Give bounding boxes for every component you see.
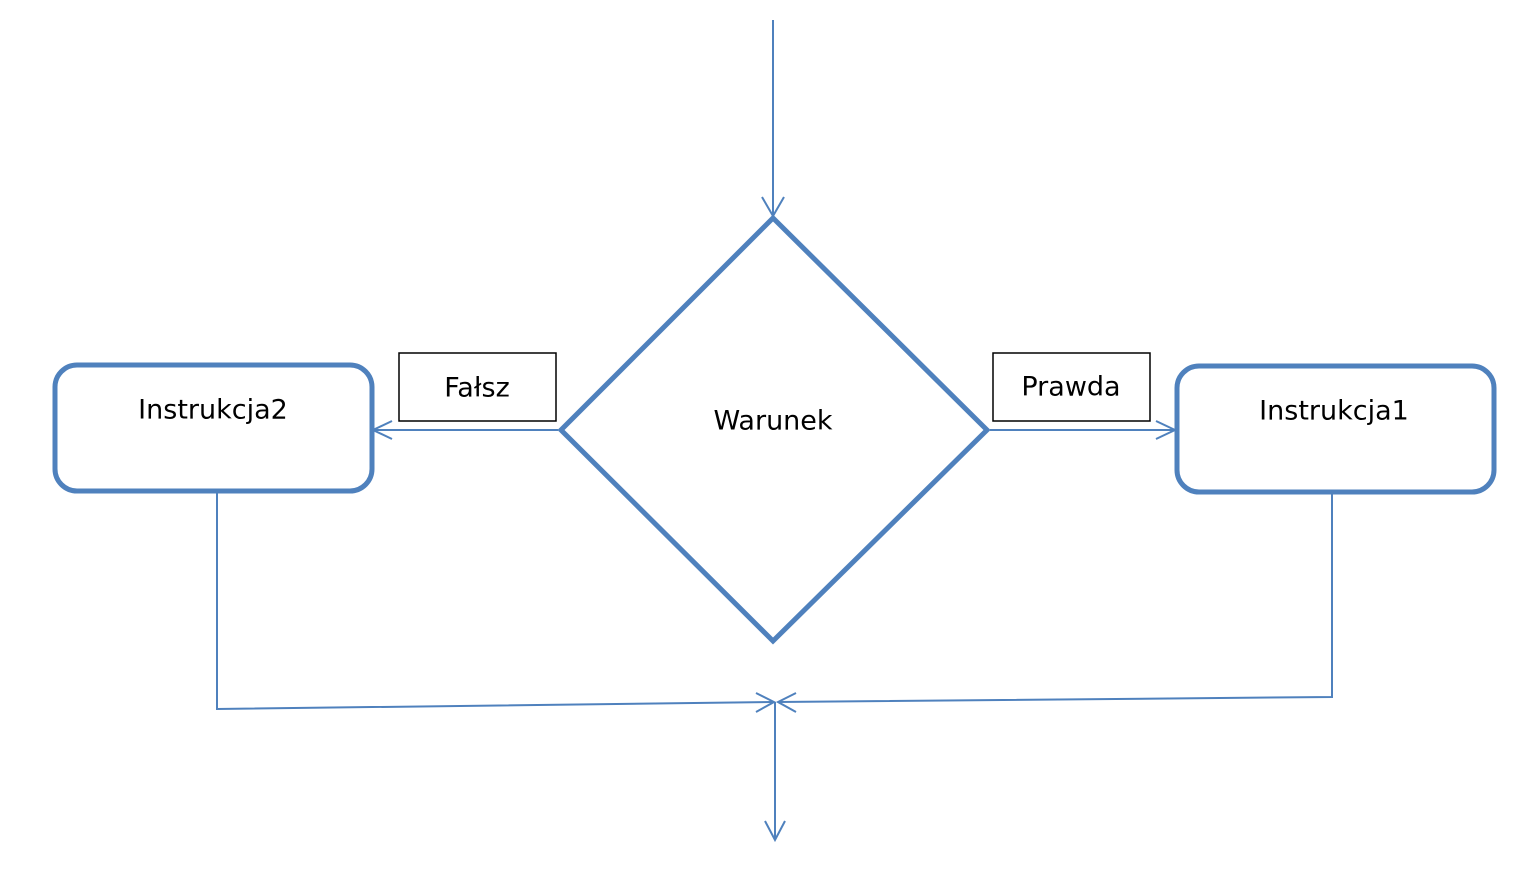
instruction-left-node: Instrukcja2 xyxy=(52,362,375,494)
instruction-right-box xyxy=(1174,363,1497,495)
false-branch-arrow xyxy=(370,420,558,440)
exit-arrow xyxy=(764,702,786,843)
false-label-box xyxy=(398,352,557,422)
instruction-right-node: Instrukcja1 xyxy=(1174,363,1497,495)
decision-node: Warunek xyxy=(557,214,991,645)
merge-right-line xyxy=(775,494,1333,713)
decision-label: Warunek xyxy=(713,406,832,437)
true-branch-label: Prawda xyxy=(992,352,1151,422)
false-branch-label: Fałsz xyxy=(398,352,557,422)
true-label-text: Prawda xyxy=(1021,372,1120,403)
true-branch-arrow xyxy=(990,420,1178,440)
decision-diamond xyxy=(557,214,991,645)
true-label-box xyxy=(992,352,1151,422)
entry-arrow xyxy=(761,20,785,218)
false-label-text: Fałsz xyxy=(444,373,510,404)
instruction-left-label: Instrukcja2 xyxy=(138,395,288,426)
instruction-right-label: Instrukcja1 xyxy=(1259,396,1409,427)
instruction-left-box xyxy=(52,362,375,494)
